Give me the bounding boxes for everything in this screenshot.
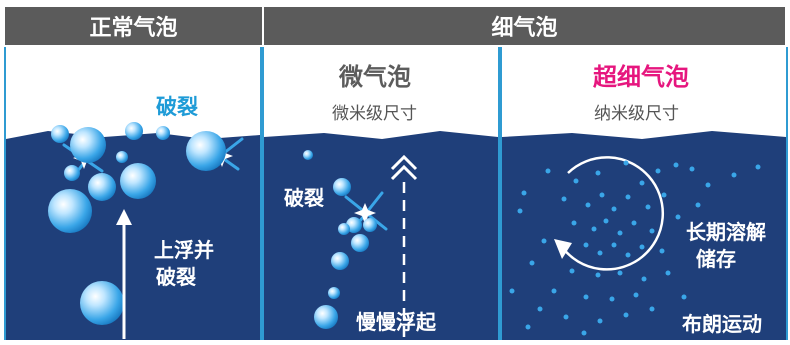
header-fine-bubbles: 细气泡 (264, 7, 785, 45)
burst-star (354, 203, 376, 224)
bubble (186, 131, 226, 171)
slow-rise-chevron (390, 164, 418, 181)
slow-rise-chevron (390, 154, 418, 171)
ultrafine-subtitle: 纳米级尺寸 (594, 104, 679, 124)
brownian-motion-arrow (561, 156, 665, 271)
bubble (80, 281, 124, 325)
ultrafine-bubbles-illustration (502, 131, 786, 340)
water-area (264, 131, 498, 340)
water-area (6, 131, 260, 340)
panel-normal-bubbles: 破裂 上浮并 破裂 (4, 47, 262, 340)
bubble (88, 173, 116, 201)
bubble (338, 223, 350, 235)
bubble (331, 252, 349, 270)
ultrafine-title: 超细气泡 (593, 63, 689, 91)
header-normal-bubbles: 正常气泡 (5, 7, 262, 45)
bubble (116, 151, 128, 163)
panel-ultrafine-bubbles: 超细气泡 纳米级尺寸 长期溶解 储存 布朗运动 (500, 47, 788, 340)
brownian-motion-arrowhead (554, 239, 572, 259)
bubble (120, 163, 156, 199)
rise-burst-label-line1: 上浮并 (154, 238, 214, 262)
bubble (156, 126, 170, 140)
micro-subtitle: 微米级尺寸 (332, 104, 417, 124)
brownian-motion-label: 布朗运动 (682, 312, 762, 336)
bubble (351, 234, 369, 252)
bubble (333, 178, 351, 196)
long-term-storage-label-line1: 长期溶解 (686, 220, 766, 244)
normal-bubbles-illustration (6, 122, 260, 340)
bubble (125, 122, 143, 140)
water-area (502, 131, 786, 340)
bubble (314, 305, 338, 329)
rise-arrow-head (116, 209, 132, 225)
burst-label: 破裂 (156, 95, 198, 119)
header-normal-label: 正常气泡 (89, 16, 178, 41)
header-fine-label: 细气泡 (491, 16, 558, 41)
bubble (70, 127, 106, 163)
nano-bubble-dots (509, 160, 761, 336)
bubble (51, 125, 69, 143)
bubble (64, 165, 80, 181)
bubble (363, 218, 377, 232)
burst-label: 破裂 (284, 186, 324, 210)
slow-rise-label: 慢慢浮起 (356, 310, 436, 334)
panel-micro-bubbles: 微气泡 微米级尺寸 破裂 慢慢浮起 (262, 47, 500, 340)
micro-bubbles-illustration (264, 131, 498, 340)
bubble (328, 287, 340, 299)
rise-burst-label-line2: 破裂 (156, 265, 196, 289)
bubble (48, 189, 92, 233)
bubble (303, 150, 313, 160)
long-term-storage-label-line2: 储存 (696, 247, 736, 271)
micro-title: 微气泡 (339, 63, 411, 91)
